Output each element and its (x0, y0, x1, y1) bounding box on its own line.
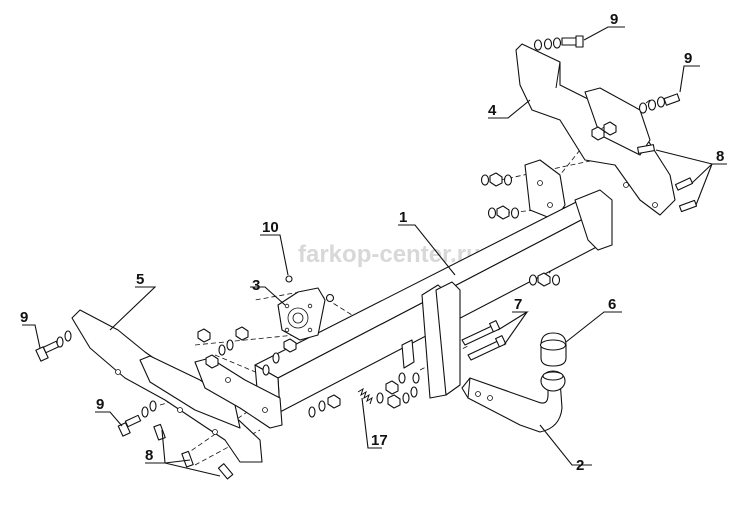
callout-5: 5 (136, 271, 144, 288)
leader-lines (22, 26, 727, 477)
callout-8-right: 8 (716, 148, 724, 165)
callout-17: 17 (371, 432, 388, 449)
fasteners (35, 35, 698, 480)
watermark: farkop-center.ru (298, 241, 481, 268)
callout-2: 2 (576, 457, 584, 474)
long-bolts (461, 320, 507, 361)
callout-9-left-lower: 9 (96, 396, 104, 413)
callout-10: 10 (262, 219, 279, 236)
tow-ball-arm (461, 370, 566, 433)
left-mounting-bracket (71, 309, 283, 463)
callout-9-top: 9 (610, 11, 618, 28)
main-crossbar (254, 189, 613, 413)
ball-cover-cap (539, 332, 567, 367)
assembly-lines (79, 99, 651, 466)
callout-8-left: 8 (145, 447, 153, 464)
callout-1: 1 (399, 209, 407, 226)
callout-7: 7 (514, 296, 522, 313)
socket-plate (277, 275, 335, 341)
callout-6: 6 (608, 296, 616, 313)
callout-9-right: 9 (684, 50, 692, 67)
callout-labels: 1 2 3 4 5 6 7 8 8 9 9 9 9 10 17 (20, 11, 724, 474)
callout-3: 3 (252, 277, 260, 294)
callout-4: 4 (488, 102, 497, 119)
callout-9-left-upper: 9 (20, 309, 28, 326)
locking-spring (357, 387, 373, 405)
